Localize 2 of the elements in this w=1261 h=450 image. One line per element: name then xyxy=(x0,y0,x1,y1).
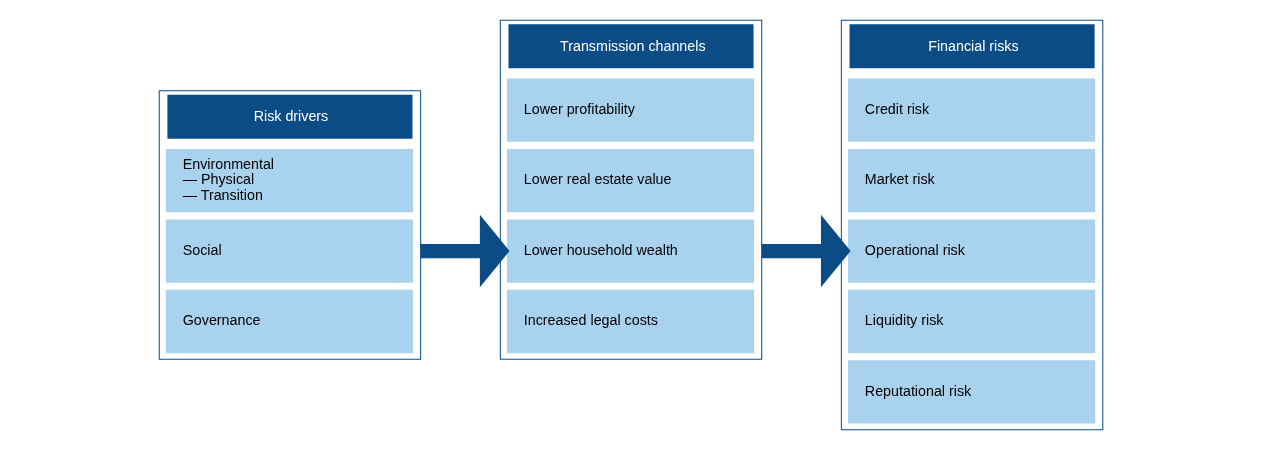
arrow xyxy=(761,214,851,288)
arrow xyxy=(420,214,510,288)
